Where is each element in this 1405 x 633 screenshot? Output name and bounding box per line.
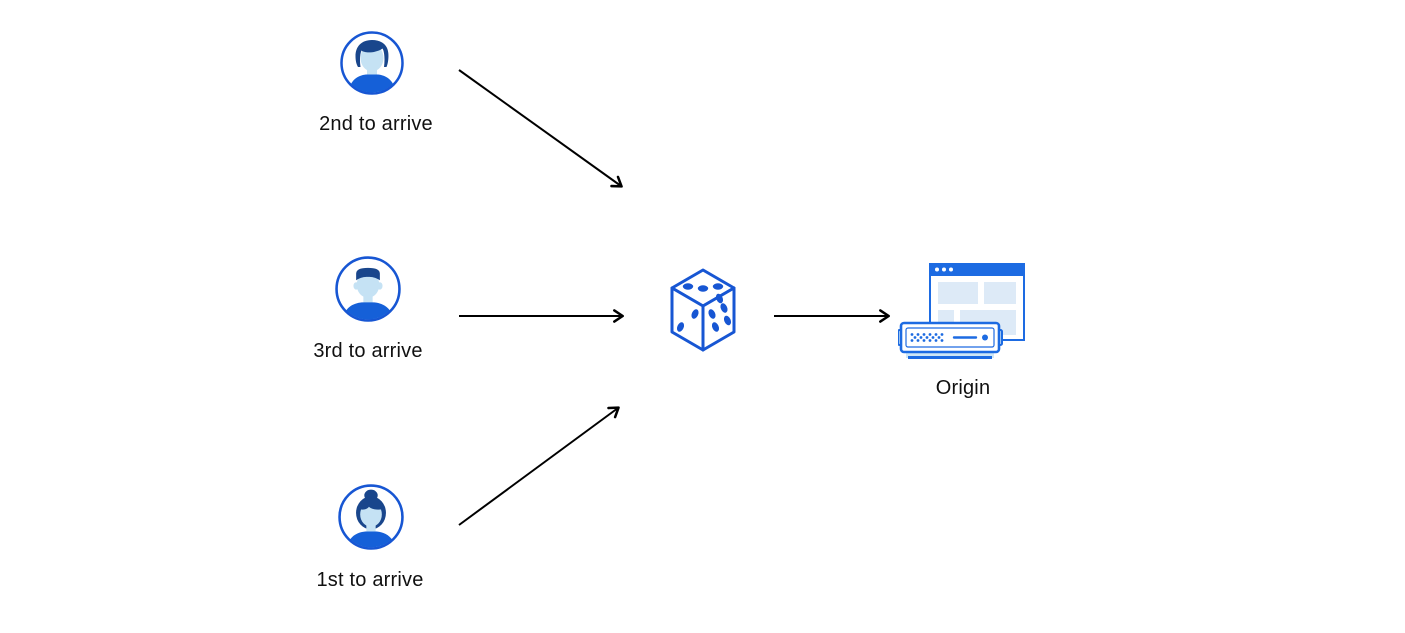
node-user-first: 1st to arrive <box>316 484 423 591</box>
node-user-third: 3rd to arrive <box>313 256 422 362</box>
arrow-second-to-dice <box>458 69 623 188</box>
female-avatar-icon <box>338 484 404 550</box>
node-label: Origin <box>935 377 991 399</box>
male-avatar-icon <box>340 31 404 95</box>
node-label: 3rd to arrive <box>313 340 423 362</box>
male-avatar-icon <box>335 256 401 322</box>
node-dice <box>668 267 738 353</box>
node-origin: Origin <box>898 262 1028 399</box>
arrow-first-to-dice <box>458 406 620 526</box>
origin-server-icon <box>898 263 1025 359</box>
node-user-second: 2nd to arrive <box>319 31 433 135</box>
node-label: 1st to arrive <box>316 569 424 591</box>
node-label: 2nd to arrive <box>319 113 433 135</box>
dice-icon <box>670 268 736 352</box>
